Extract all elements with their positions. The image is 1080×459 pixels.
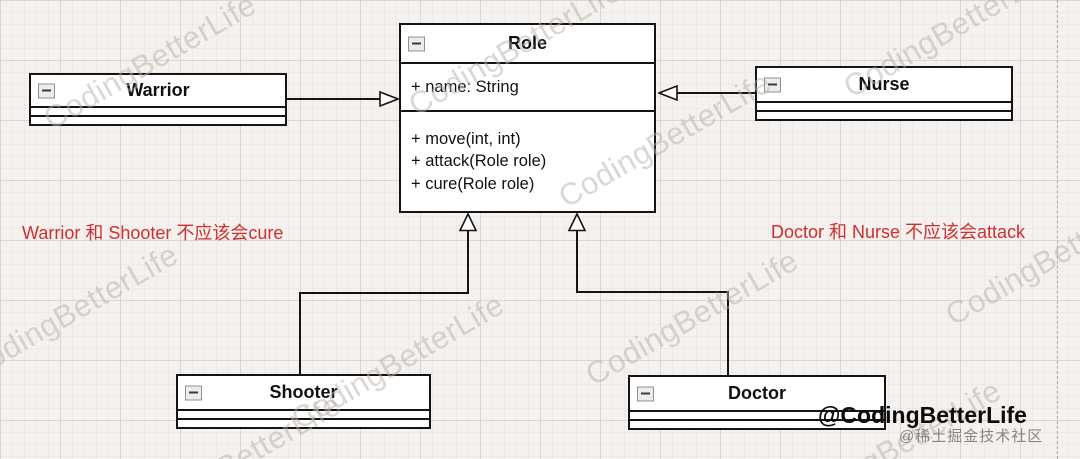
- methods-compartment: + move(int, int) + attack(Role role) + c…: [401, 112, 654, 211]
- edge-doctor-role-horizontal: [577, 291, 729, 293]
- annotation-doctor-nurse: Doctor 和 Nurse 不应该会attack: [771, 222, 1026, 242]
- empty-methods-compartment: [31, 117, 285, 124]
- collapse-icon[interactable]: [637, 386, 654, 401]
- edge-shooter-role-horizontal: [299, 292, 469, 294]
- class-title-nurse: Nurse: [757, 68, 1011, 101]
- generalization-arrowhead-left-icon: [658, 84, 678, 102]
- watermark-text: CodingBetterLife: [0, 236, 184, 387]
- compartment-divider: [178, 418, 429, 420]
- class-box-nurse: Nurse: [755, 66, 1013, 121]
- compartment-divider: [757, 101, 1011, 103]
- edge-doctor-role-riser: [727, 291, 729, 375]
- attribute: + name: String: [411, 77, 519, 96]
- class-box-warrior: Warrior: [29, 73, 287, 126]
- attributes-compartment: + name: String: [401, 64, 654, 110]
- class-box-role: Role + name: String + move(int, int) + a…: [399, 23, 656, 213]
- edge-shooter-role-stem: [467, 230, 469, 294]
- class-name: Role: [507, 33, 547, 53]
- class-box-shooter: Shooter: [176, 374, 431, 429]
- class-box-doctor: Doctor: [628, 375, 886, 430]
- edge-warrior-role: [287, 98, 381, 100]
- class-title-shooter: Shooter: [178, 376, 429, 409]
- generalization-arrowhead-right-icon: [379, 90, 399, 108]
- compartment-divider: [31, 115, 285, 117]
- empty-attributes-compartment: [757, 103, 1011, 110]
- author-handle: @CodingBetterLife: [818, 402, 1027, 428]
- compartment-divider: [178, 409, 429, 411]
- method: + move(int, int): [411, 129, 521, 148]
- empty-attributes-compartment: [31, 108, 285, 115]
- empty-methods-compartment: [178, 420, 429, 427]
- compartment-divider: [630, 410, 884, 412]
- collapse-icon[interactable]: [38, 83, 55, 98]
- compartment-divider: [401, 110, 654, 112]
- empty-methods-compartment: [757, 112, 1011, 119]
- class-title-warrior: Warrior: [31, 75, 285, 106]
- edge-doctor-role-stem: [576, 230, 578, 293]
- method: + attack(Role role): [411, 152, 547, 171]
- compartment-divider: [31, 106, 285, 108]
- class-title-doctor: Doctor: [630, 377, 884, 410]
- collapse-icon[interactable]: [185, 385, 202, 400]
- method: + cure(Role role): [411, 174, 535, 193]
- community-watermark: @稀土掘金技术社区: [899, 428, 1044, 445]
- collapse-icon[interactable]: [408, 36, 425, 51]
- annotation-warrior-shooter: Warrior 和 Shooter 不应该会cure: [22, 223, 284, 243]
- class-title-role: Role: [401, 25, 654, 62]
- watermark-text: CodingBetterLife: [939, 182, 1080, 333]
- collapse-icon[interactable]: [764, 77, 781, 92]
- compartment-divider: [630, 419, 884, 421]
- compartment-divider: [401, 62, 654, 64]
- watermark-text: CodingBetterLife: [579, 242, 804, 393]
- edge-shooter-role-riser: [299, 292, 301, 374]
- class-name: Shooter: [269, 382, 338, 402]
- generalization-arrowhead-up-icon: [567, 213, 587, 232]
- compartment-divider: [757, 110, 1011, 112]
- edge-nurse-role: [676, 92, 755, 94]
- class-name: Doctor: [728, 383, 786, 403]
- generalization-arrowhead-up-icon: [458, 213, 478, 232]
- empty-attributes-compartment: [178, 411, 429, 418]
- page-boundary-dashed-line: [1057, 0, 1058, 459]
- class-name: Nurse: [858, 74, 910, 94]
- class-name: Warrior: [126, 80, 190, 100]
